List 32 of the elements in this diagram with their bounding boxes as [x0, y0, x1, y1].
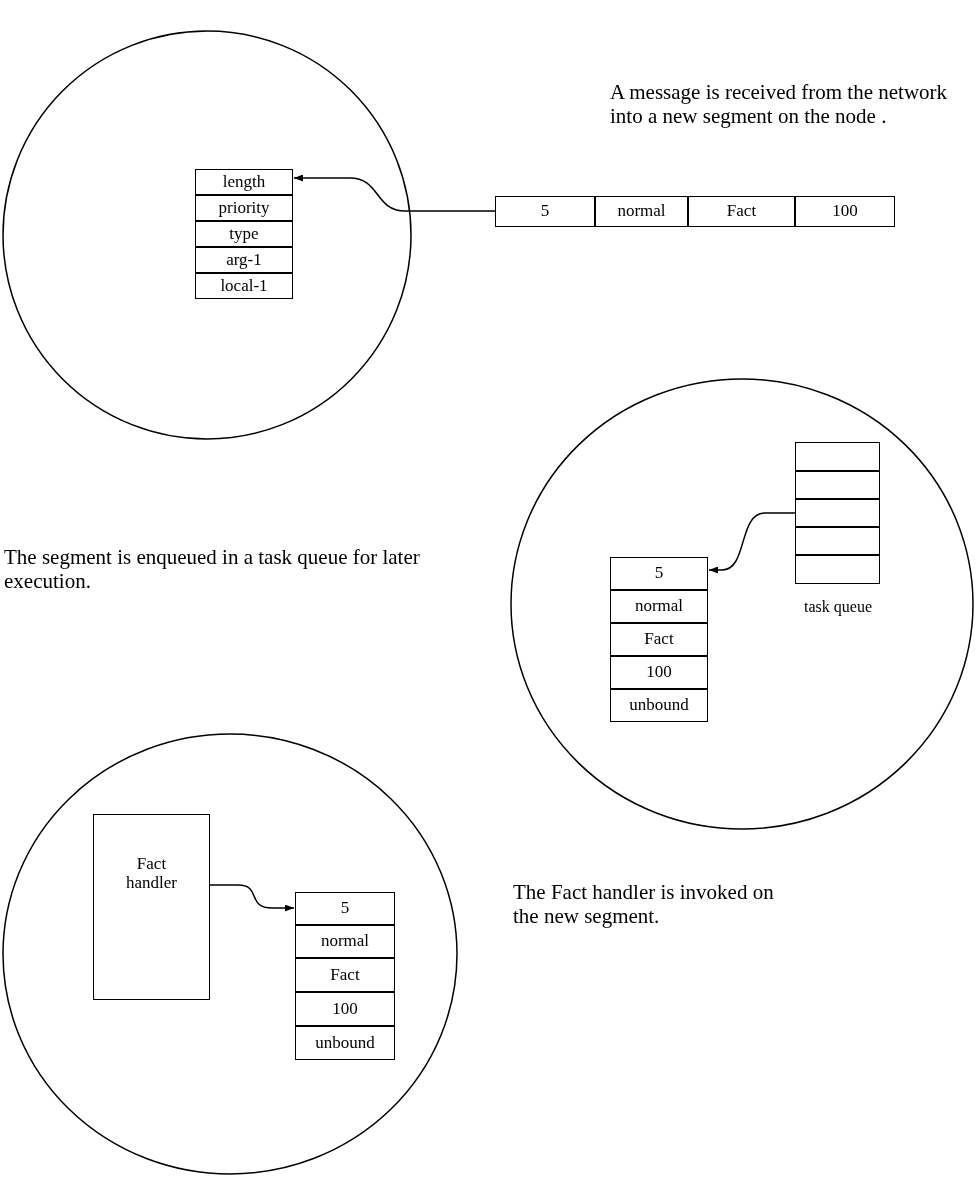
record-field: 5	[295, 892, 395, 925]
queue-caption: task queue	[803, 598, 873, 617]
queue-slot	[795, 471, 880, 499]
record-field: local-1	[195, 273, 293, 299]
note-text: The segment is enqueued in a task queue for later execution.	[4, 545, 421, 594]
arrow	[708, 512, 796, 574]
queue-slot	[795, 442, 880, 471]
record-field: 5	[610, 557, 708, 590]
record-field: Fact	[610, 623, 708, 656]
record-field: arg-1	[195, 247, 293, 273]
record-field: normal	[610, 590, 708, 623]
record-field: unbound	[610, 689, 708, 722]
arrow	[209, 884, 295, 912]
note-text: A message is received from the network into a new segment on the node .	[610, 80, 949, 129]
record-field: 100	[610, 656, 708, 689]
record-field: normal	[595, 196, 688, 227]
handler-box: Fact handler	[93, 814, 210, 1000]
record-field: 5	[495, 196, 595, 227]
note-text: The Fact handler is invoked on the new segment.	[513, 880, 775, 929]
record-field: 100	[795, 196, 895, 227]
queue-slot	[795, 527, 880, 555]
queue-slot	[795, 499, 880, 527]
record-field: type	[195, 221, 293, 247]
record-field: priority	[195, 195, 293, 221]
record-field: unbound	[295, 1026, 395, 1060]
record-field: Fact	[688, 196, 795, 227]
record-field: length	[195, 169, 293, 195]
record-field: Fact	[295, 958, 395, 992]
queue-slot	[795, 555, 880, 584]
record-field: normal	[295, 925, 395, 958]
arrow	[293, 174, 496, 212]
record-field: 100	[295, 992, 395, 1026]
